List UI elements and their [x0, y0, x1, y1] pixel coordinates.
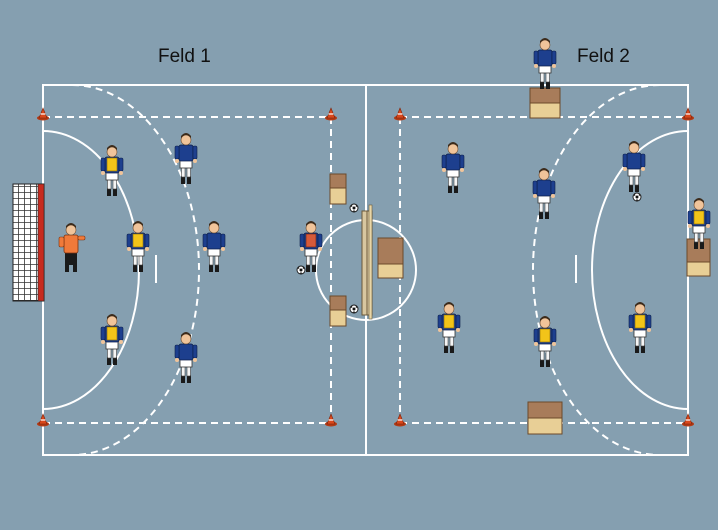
ball	[349, 203, 359, 213]
field-1-label: Feld 1	[158, 46, 211, 67]
mini-goal	[361, 204, 373, 320]
ball	[296, 265, 306, 275]
box	[686, 238, 711, 277]
box	[527, 401, 563, 435]
ball	[349, 304, 359, 314]
box	[377, 237, 404, 279]
ball	[632, 192, 642, 202]
boxes	[329, 87, 711, 435]
box	[329, 295, 347, 327]
box	[529, 87, 561, 119]
goal	[12, 183, 45, 302]
field-2-label: Feld 2	[577, 46, 630, 67]
box	[329, 173, 347, 205]
